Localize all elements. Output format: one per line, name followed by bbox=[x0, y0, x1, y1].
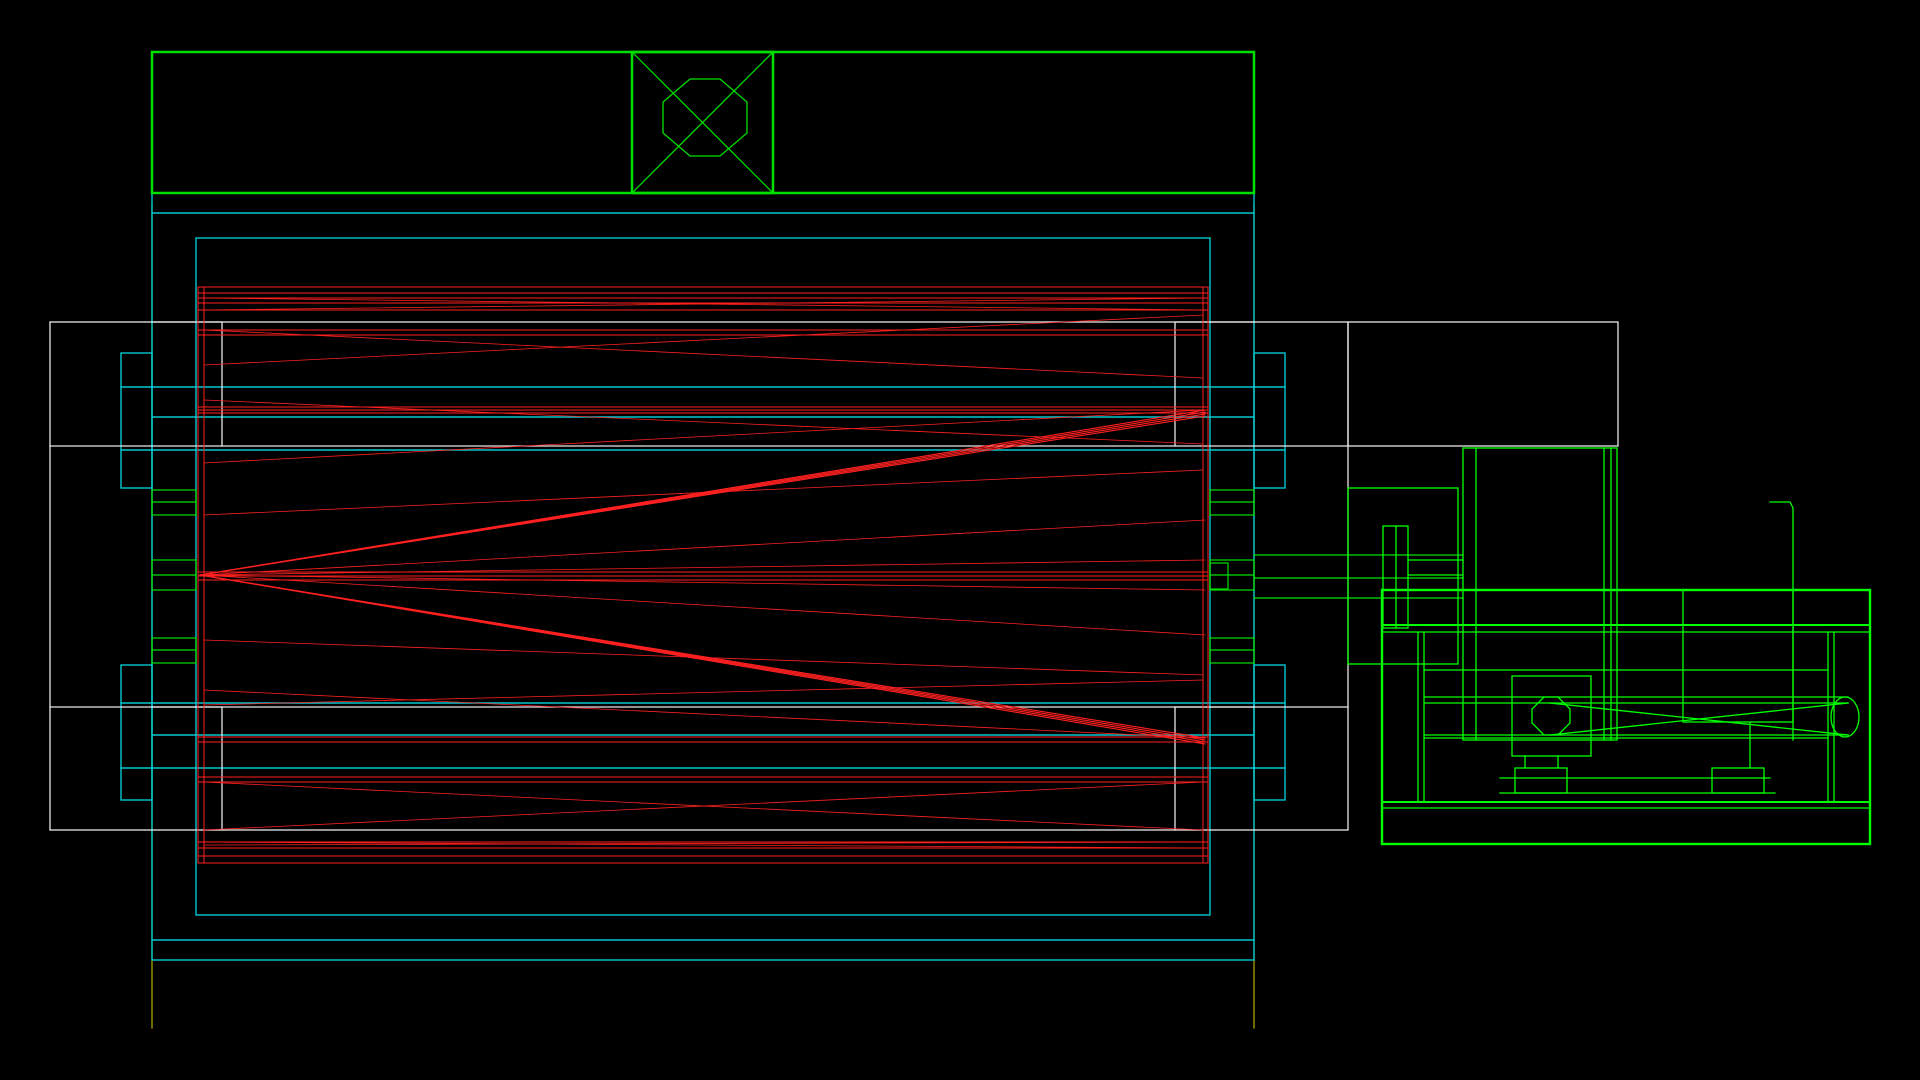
notch-right-bottom bbox=[1174, 706, 1255, 831]
ray-fan-stroke bbox=[199, 574, 1206, 745]
rays-layer bbox=[197, 286, 1209, 864]
ray-cross-stroke bbox=[203, 314, 1204, 366]
drive-hook bbox=[1769, 501, 1794, 741]
left-bearing-bottom bbox=[120, 664, 153, 801]
ray-cross-stroke bbox=[203, 689, 1204, 739]
conveyor-extension bbox=[1347, 321, 1619, 447]
ray-fan bbox=[199, 409, 1206, 745]
ray-cross-stroke bbox=[203, 781, 1204, 831]
right-bearing-top bbox=[1253, 352, 1286, 489]
motor-pulley-icon bbox=[1347, 447, 1872, 846]
ray-fan-stroke bbox=[199, 574, 1206, 636]
ray-cross-stroke bbox=[203, 399, 1204, 445]
ray-cross bbox=[203, 297, 1204, 849]
notch-left-top bbox=[151, 321, 223, 447]
ray-band-outer bbox=[197, 286, 1209, 864]
ray-cross-stroke bbox=[203, 639, 1204, 676]
left-bearing-top bbox=[120, 352, 153, 489]
ray-fan-stroke bbox=[199, 574, 1206, 591]
right-bearing-bottom bbox=[1253, 664, 1286, 801]
ray-cross-stroke bbox=[203, 409, 1204, 464]
ray-cross-stroke bbox=[203, 469, 1204, 516]
notch-right-top bbox=[1174, 321, 1255, 447]
motor-pulley-icon-stroke bbox=[1549, 702, 1849, 736]
frame-layer bbox=[150, 50, 1256, 195]
ray-cross-stroke bbox=[203, 841, 1204, 849]
top-hopper-valve-box bbox=[630, 50, 775, 195]
octagon-valve-icon bbox=[631, 51, 774, 194]
valve-octagon bbox=[662, 78, 748, 157]
shaft-ends bbox=[151, 489, 1464, 664]
bracket-foot bbox=[1711, 767, 1765, 794]
small-motor-housing bbox=[1511, 675, 1592, 757]
right-shaft-stub bbox=[1209, 562, 1229, 590]
ray-fan-stroke bbox=[199, 559, 1206, 576]
ray-fan-stroke bbox=[199, 415, 1206, 576]
drive-base-frame bbox=[1380, 588, 1872, 846]
drive-bracket bbox=[1682, 589, 1794, 723]
coupling-box bbox=[1347, 487, 1459, 665]
ray-cross-stroke bbox=[203, 297, 1204, 311]
drive-pulley bbox=[1830, 696, 1860, 738]
small-motor-octagon bbox=[1531, 696, 1571, 736]
motor-foot bbox=[1514, 767, 1568, 794]
notch-left-bottom bbox=[151, 706, 223, 831]
valve-diagonal-2 bbox=[631, 51, 774, 194]
ray-fan-stroke bbox=[199, 519, 1206, 576]
ray-cross-stroke bbox=[203, 841, 1204, 846]
ray-cross-stroke bbox=[203, 679, 1204, 706]
axis-layer bbox=[151, 204, 1255, 1029]
motor-block bbox=[1462, 447, 1618, 741]
ray-cross-stroke bbox=[203, 329, 1204, 379]
